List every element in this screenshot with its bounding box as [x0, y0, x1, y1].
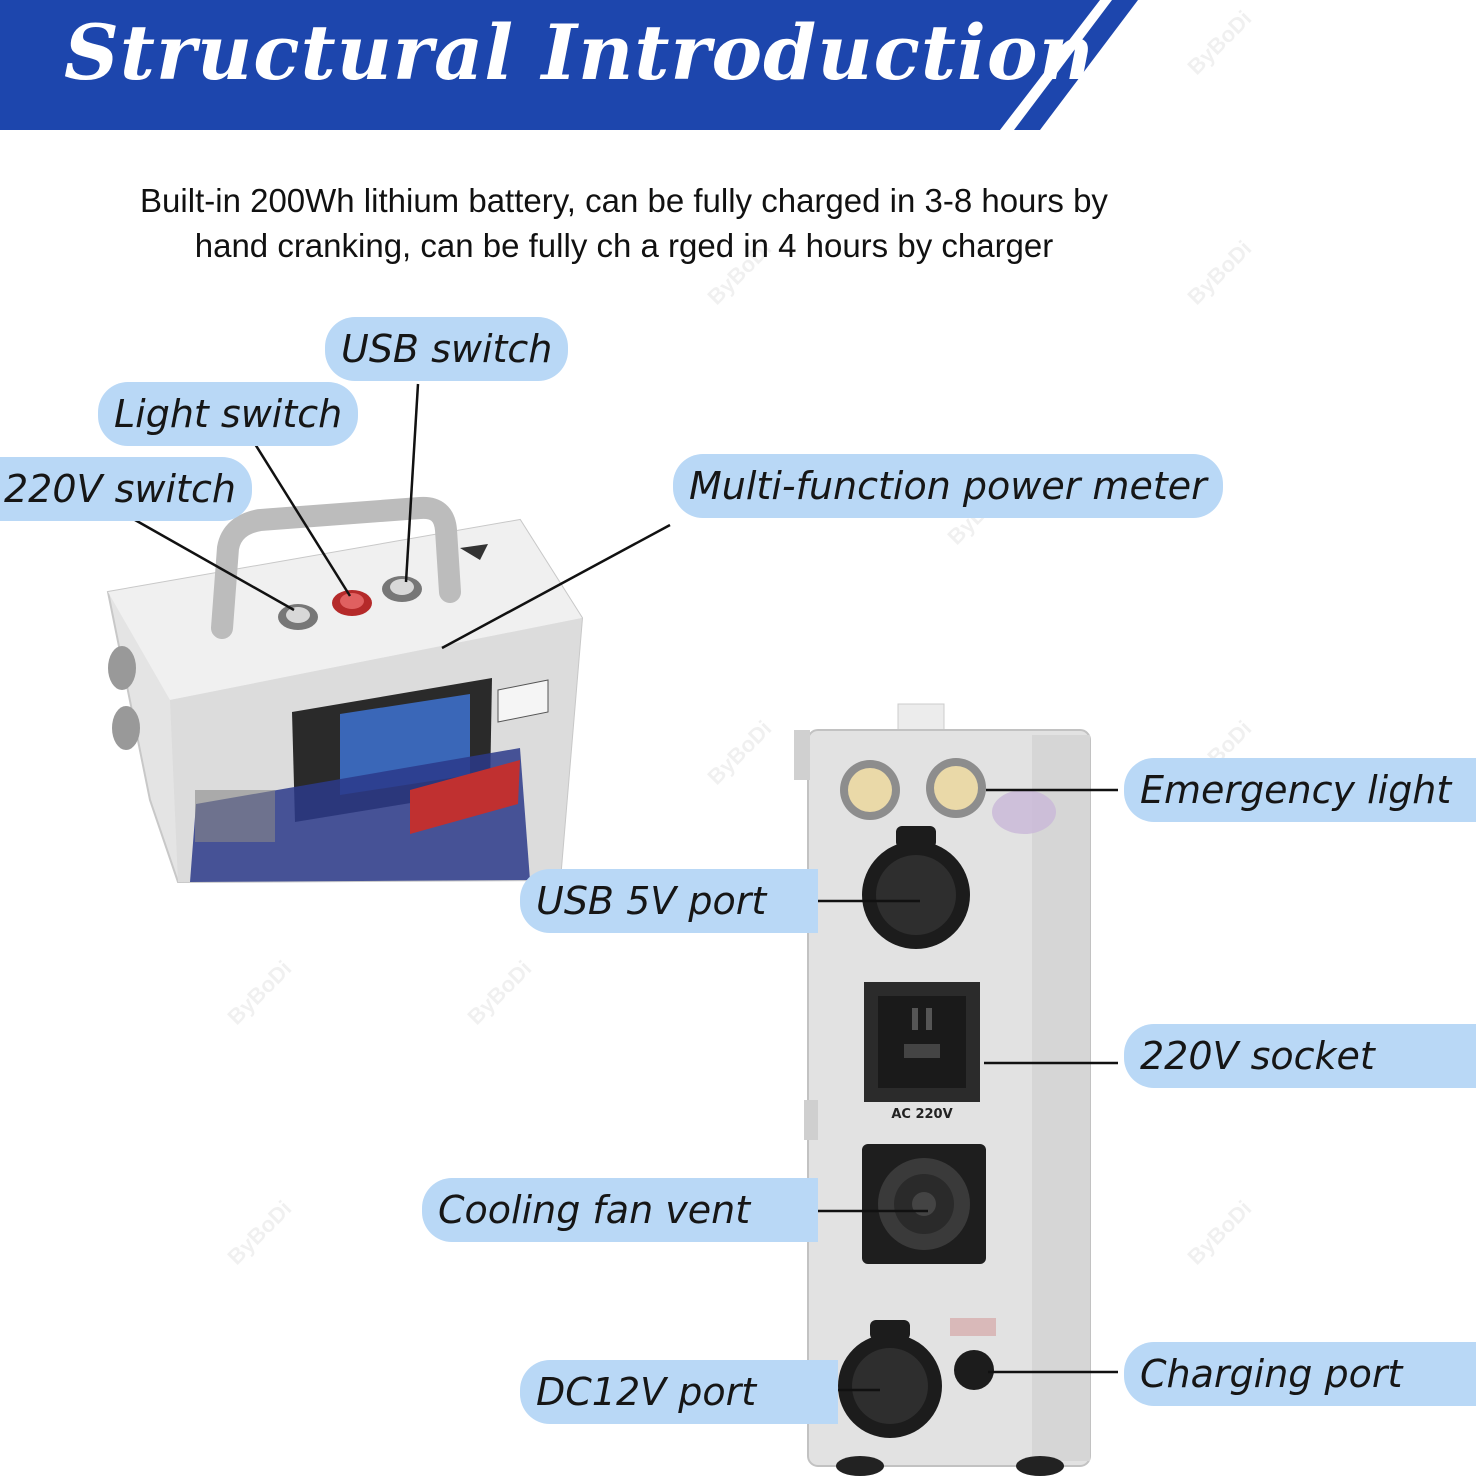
usb-switch-label: USB switch	[325, 317, 569, 381]
description-line-1: Built-in 200Wh lithium battery, can be f…	[140, 182, 1108, 219]
emergency-light-label: Emergency light	[1124, 758, 1476, 822]
power-meter-label: Multi-function power meter	[673, 454, 1223, 518]
220v-socket-label: 220V socket	[1124, 1024, 1476, 1088]
220v-switch-label: 220V switch	[0, 457, 252, 521]
ac-voltage-marking: AC 220V	[891, 1107, 952, 1122]
product-description: Built-in 200Wh lithium battery, can be f…	[40, 178, 1208, 268]
cooling-fan-label: Cooling fan vent	[422, 1178, 818, 1242]
description-line-2: hand cranking, can be fully ch a rged in…	[194, 227, 1054, 264]
dc12v-port-label: DC12V port	[520, 1360, 838, 1424]
device-side-view: AC 220V	[794, 703, 1091, 1476]
page-title: Structural Introduction	[64, 8, 1095, 97]
charging-port-label: Charging port	[1124, 1342, 1476, 1406]
light-switch-label: Light switch	[98, 382, 359, 446]
device-top-view	[106, 496, 584, 884]
usb-port-label: USB 5V port	[520, 869, 818, 933]
header-banner	[0, 0, 1138, 130]
